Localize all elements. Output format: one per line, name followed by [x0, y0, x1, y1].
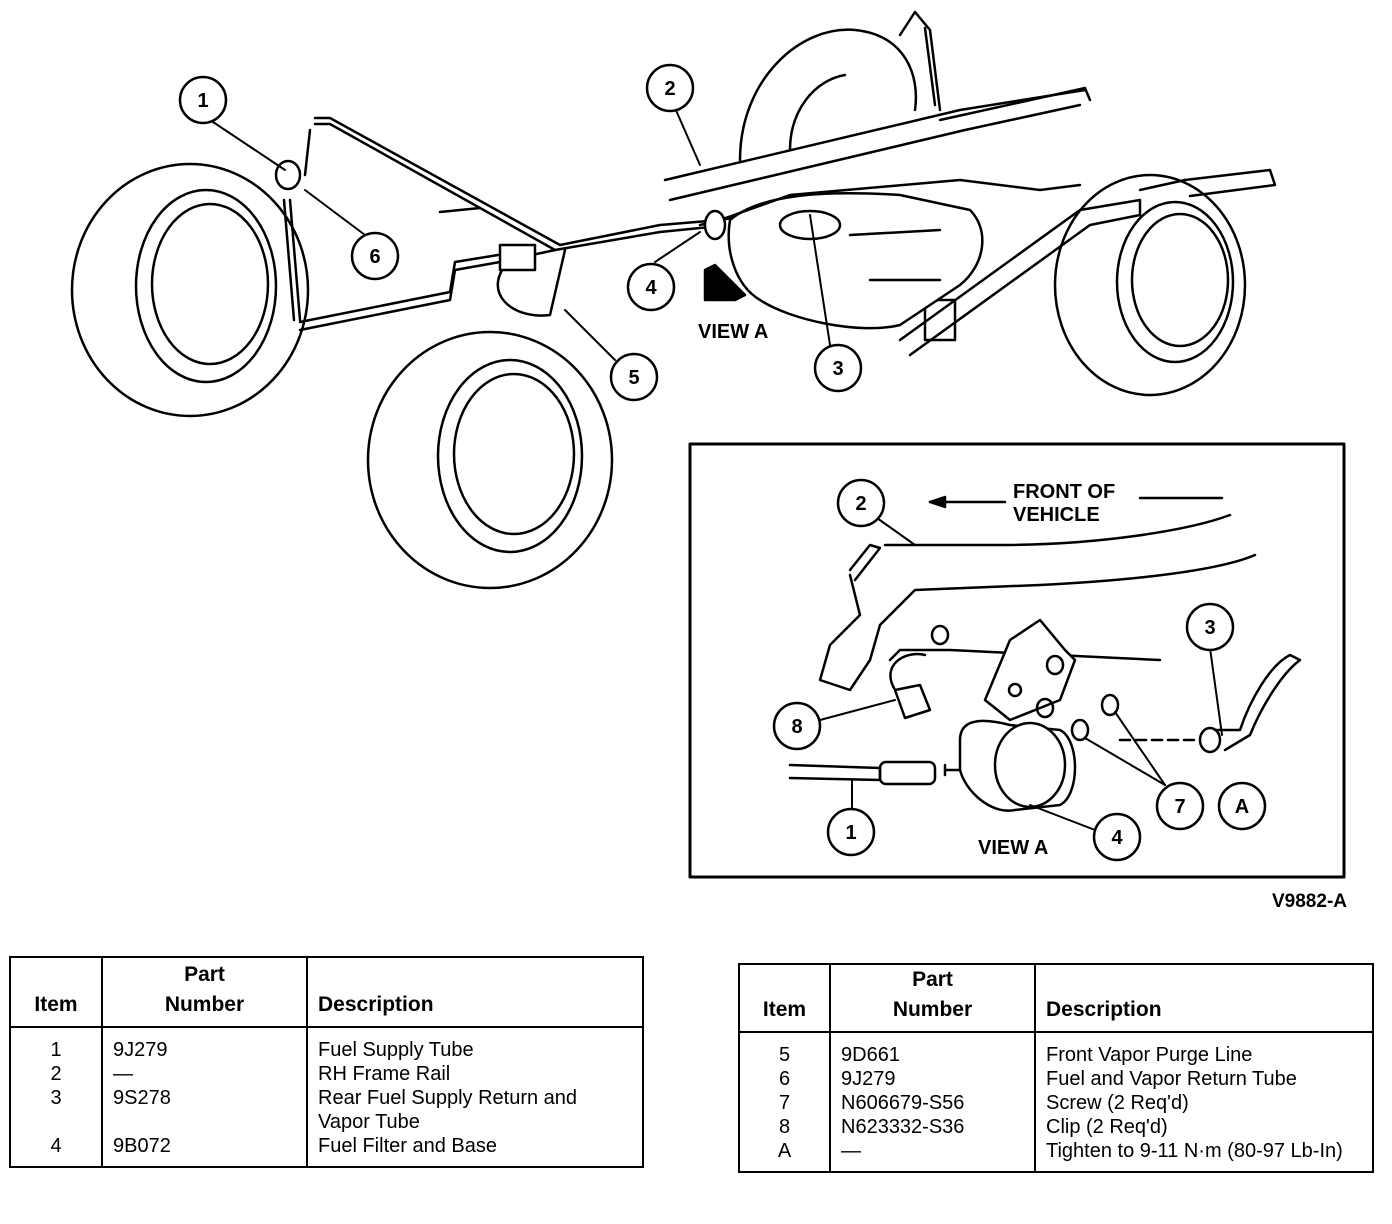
callout-1: 1	[178, 75, 228, 125]
header-description: Description	[306, 957, 643, 1028]
svg-text:2: 2	[664, 78, 675, 100]
header-item: Item	[10, 957, 102, 1028]
inset-callout-2: 2	[836, 478, 886, 528]
callout-3: 3	[813, 343, 863, 393]
table-row: A—Tighten to 9-11 N·m (80-97 Lb-In)	[739, 1139, 1373, 1172]
rear-left-tire	[738, 28, 918, 162]
inset-drawing	[788, 513, 1302, 812]
view-a-label-inset: VIEW A	[978, 837, 1048, 859]
rear-right-tire	[1053, 173, 1247, 397]
front-right-tire	[366, 330, 614, 590]
figure-id: V9882-A	[1272, 891, 1347, 912]
svg-text:4: 4	[1111, 827, 1123, 849]
callout-2: 2	[645, 63, 695, 113]
svg-text:5: 5	[628, 367, 639, 389]
fuel-tank	[727, 192, 984, 330]
svg-text:8: 8	[791, 716, 802, 738]
inset-leader-lines	[819, 517, 1223, 831]
vehicle-label: VEHICLE	[1013, 504, 1100, 526]
svg-text:1: 1	[845, 822, 856, 844]
inset-callout-4: 4	[1092, 812, 1142, 862]
callout-5: 5	[609, 352, 659, 402]
view-a-inset-frame	[688, 442, 1346, 879]
header-description: Description	[1034, 964, 1373, 1033]
svg-text:1: 1	[197, 90, 208, 112]
inset-callout-8: 8	[772, 701, 822, 751]
fuel-filter	[274, 159, 727, 272]
svg-text:4: 4	[645, 277, 657, 299]
view-a-arrow	[703, 263, 747, 302]
inset-callout-1: 1	[826, 807, 876, 857]
callout-4: 4	[626, 262, 676, 312]
front-left-tire	[70, 162, 310, 418]
svg-text:3: 3	[1204, 617, 1215, 639]
inset-callout-3: 3	[1185, 602, 1235, 652]
inset-callout-a: A	[1217, 781, 1267, 831]
front-of-vehicle-arrow	[928, 495, 1224, 509]
table-row: 2—RH Frame Rail	[10, 1062, 643, 1086]
inset-callout-7: 7	[1155, 781, 1205, 831]
callout-6: 6	[350, 231, 400, 281]
svg-text:A: A	[1235, 796, 1249, 818]
leader-lines	[209, 107, 831, 361]
svg-text:2: 2	[855, 493, 866, 515]
svg-text:7: 7	[1174, 796, 1185, 818]
header-item: Item	[739, 964, 830, 1033]
frame-rail	[663, 86, 1277, 357]
svg-text:3: 3	[832, 358, 843, 380]
front-of-label: FRONT OF	[1013, 481, 1115, 503]
svg-text:6: 6	[369, 246, 380, 268]
view-a-label-main: VIEW A	[698, 321, 768, 343]
